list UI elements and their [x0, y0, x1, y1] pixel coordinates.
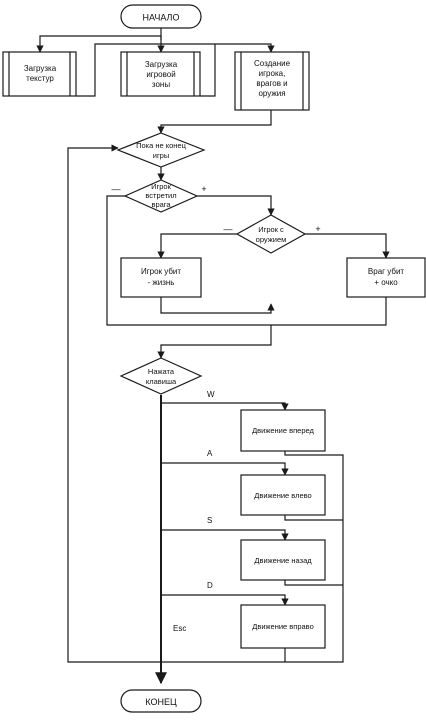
decision-label: Игрок с: [258, 225, 284, 234]
start-terminator: НАЧАЛО: [120, 4, 202, 29]
move-left-box: Движение влево: [240, 474, 326, 516]
connector: [271, 297, 387, 326]
move-forward-box: Движение вперед: [240, 409, 326, 452]
connector: [200, 44, 216, 97]
key-pressed-decision: Нажата клавиша: [119, 357, 203, 395]
decision-label: Игрок: [151, 182, 171, 191]
branch-yes-label: +: [201, 184, 206, 194]
process-label: Игрок убит: [141, 267, 181, 276]
move-right-box: Движение вправо: [240, 604, 326, 649]
key-d-label: D: [207, 581, 213, 590]
loop-return-line: [67, 144, 344, 663]
connector: [106, 195, 271, 326]
connector: [76, 43, 275, 97]
connector: [305, 233, 390, 259]
connector: [284, 580, 343, 586]
connector: [161, 594, 289, 606]
connector: [197, 195, 275, 216]
decision-label: Нажата: [148, 367, 175, 376]
load-zone-subprocess: Загрузка игровой зоны: [120, 51, 201, 97]
branch-no-label: —: [224, 224, 233, 234]
connector: [157, 110, 272, 134]
subprocess-label: врагов и: [256, 79, 287, 88]
decision-label: оружием: [256, 235, 287, 244]
subprocess-label: игровой: [146, 70, 175, 79]
decision-label: врага: [151, 200, 171, 209]
subprocess-label: Создание: [254, 59, 291, 68]
enemy-killed-box: Враг убит + очко: [346, 257, 426, 298]
key-w-label: W: [207, 390, 215, 399]
connector: [284, 515, 343, 521]
connector: [161, 402, 289, 411]
player-killed-box: Игрок убит - жизнь: [120, 257, 202, 298]
process-label: + очко: [374, 278, 398, 287]
decision-label: Пока не конец: [136, 141, 187, 150]
subprocess-label: зоны: [152, 80, 170, 89]
connector: [157, 325, 272, 359]
branch-yes-label: +: [315, 224, 320, 234]
key-esc-label: Esc: [173, 624, 186, 633]
start-label: НАЧАЛО: [143, 13, 180, 23]
decision-label: игры: [153, 151, 170, 160]
process-label: Движение вперед: [252, 426, 314, 435]
create-entities-subprocess: Создание игрока, врагов и оружия: [234, 51, 310, 111]
decision-label: встретил: [145, 191, 176, 200]
key-a-label: A: [207, 449, 213, 458]
connector: [36, 35, 161, 53]
move-back-box: Движение назад: [240, 539, 326, 581]
connector: [161, 462, 289, 476]
process-label: Движение влево: [254, 491, 311, 500]
connector: [161, 529, 289, 541]
subprocess-label: Загрузка: [24, 64, 57, 73]
connector: [157, 233, 237, 259]
branch-no-label: —: [112, 184, 121, 194]
enemy-met-decision: Игрок встретил врага: [123, 179, 199, 213]
has-weapon-decision: Игрок с оружием: [235, 214, 307, 254]
load-textures-subprocess: Загрузка текстур: [2, 51, 77, 97]
subprocess-label: игрока,: [259, 69, 286, 78]
end-terminator: КОНЕЦ: [120, 689, 202, 713]
subprocess-label: Загрузка: [145, 60, 178, 69]
end-label: КОНЕЦ: [145, 697, 177, 707]
connector: [160, 297, 275, 314]
decision-label: клавиша: [146, 377, 177, 386]
subprocess-label: текстур: [26, 74, 54, 83]
process-label: Движение вправо: [252, 622, 314, 631]
subprocess-label: оружия: [258, 89, 285, 98]
process-label: Враг убит: [368, 267, 405, 276]
loop-condition-decision: Пока не конец игры: [116, 132, 206, 168]
connectors: [36, 28, 390, 685]
process-label: - жизнь: [148, 278, 175, 287]
key-s-label: S: [207, 516, 212, 525]
process-label: Движение назад: [254, 556, 312, 565]
